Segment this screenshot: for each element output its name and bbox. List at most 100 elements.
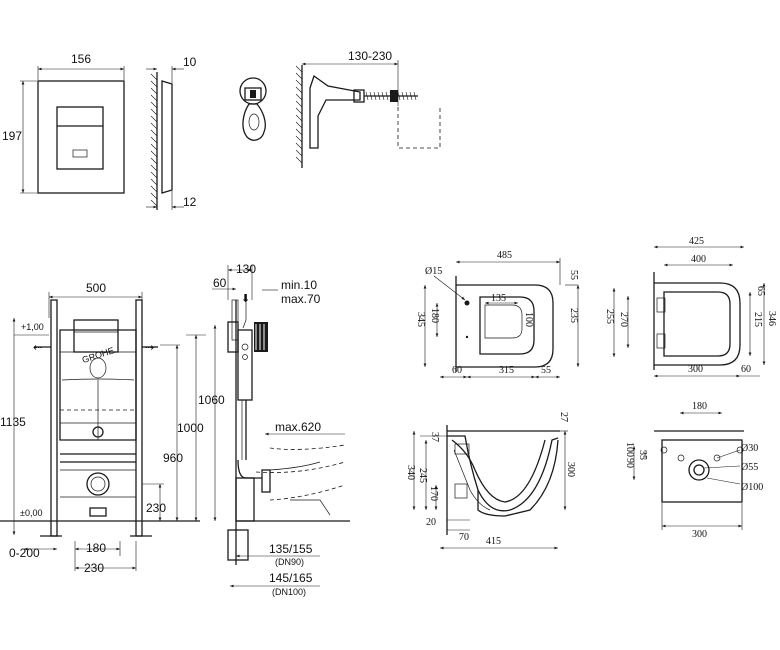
wall-bolt-detail: 130-230	[295, 49, 441, 168]
wall-hatch-line	[295, 86, 303, 94]
bowl-side-245: 245	[417, 468, 428, 483]
bowl-side-37: 37	[429, 432, 440, 442]
wall-hatch-line	[150, 164, 158, 172]
dim-235: 235	[568, 308, 579, 323]
wall-hatch-line	[150, 157, 158, 165]
max-620: max.620	[275, 420, 321, 434]
wall-hatch-line	[150, 122, 158, 130]
dim-135: 135	[491, 293, 506, 304]
rear-diam-100: Ø100	[741, 482, 763, 493]
level-zero: ±0,00	[20, 508, 42, 518]
wall-hatch-line	[295, 149, 303, 157]
rear-180: 180	[692, 401, 707, 412]
seat-dim-60: 60	[741, 364, 751, 375]
seat-width-400: 400	[691, 254, 706, 265]
left-bracket-arrow: ⇠	[33, 342, 42, 354]
dn90: (DN90)	[275, 557, 304, 567]
plate-depth-bottom: 12	[183, 195, 197, 209]
bolt-thread	[381, 91, 385, 101]
bolt-thread	[373, 91, 377, 101]
flush-plate-front-view: 156 197	[2, 52, 125, 194]
rear-90: 90	[624, 458, 635, 468]
bolt-thread	[385, 91, 389, 101]
bolt-thread	[397, 91, 401, 101]
wall-hatch-line	[295, 93, 303, 101]
right-bracket-arrow: ⇢	[145, 342, 154, 354]
bolt-thread	[405, 91, 409, 101]
rear-35: 35	[637, 450, 648, 460]
wall-hatch-line	[295, 142, 303, 150]
bowl-top-view: 485 55 Ø15 135 100 345 180 235 60 315 55	[415, 250, 580, 379]
bowl-side-170: 170	[428, 486, 439, 501]
wall-hatch-line	[150, 136, 158, 144]
height-1000: 1000	[177, 421, 204, 435]
bowl-side-20: 20	[426, 517, 436, 528]
bowl-length: 485	[497, 250, 512, 261]
seat-dim-255: 255	[604, 309, 615, 324]
wall-hatch-line	[295, 156, 303, 164]
dn100: (DN100)	[272, 587, 306, 597]
wall-hatch-line	[295, 114, 303, 122]
wall-hatch-line	[295, 79, 303, 87]
wall-hatch-line	[295, 128, 303, 136]
bolt-thread	[369, 91, 373, 101]
dim-135-155: 135/155	[269, 542, 313, 556]
bowl-side-section: 415 20 70 27 300 340 245 170 37	[405, 412, 576, 550]
bowl-side-70: 70	[459, 532, 469, 543]
wall-hatch-line	[150, 108, 158, 116]
height-1060: 1060	[198, 393, 225, 407]
plate-depth-top: 10	[183, 55, 197, 69]
wall-hatch-line	[150, 143, 158, 151]
bowl-side-415: 415	[486, 536, 501, 547]
wall-hatch-line	[150, 87, 158, 95]
wall-hatch-line	[150, 80, 158, 88]
plate-width: 156	[71, 52, 91, 66]
rear-diam-55: Ø55	[741, 462, 758, 473]
bolt-thread	[401, 91, 405, 101]
seat-dim-346: 346	[766, 311, 777, 326]
frame-depth: 130	[236, 262, 256, 276]
bolt-thread	[365, 91, 369, 101]
plate-arrow: ⬇	[241, 293, 250, 305]
dim-315: 315	[499, 365, 514, 376]
level-plus100: +1,00	[21, 322, 44, 332]
bolt-range: 130-230	[348, 49, 392, 63]
bolt-thread	[413, 91, 417, 101]
wall-hatch-line	[150, 101, 158, 109]
seat-dim-270: 270	[618, 312, 629, 327]
wall-hatch-line	[150, 185, 158, 193]
wall-hatch-line	[150, 73, 158, 81]
wall-hatch-line	[295, 65, 303, 73]
plate-height: 197	[2, 129, 22, 143]
wall-hatch-line	[295, 107, 303, 115]
seat-top-view: 425 400 65 255 270 215 346 300 60	[604, 236, 777, 378]
wall-hatch-line	[295, 100, 303, 108]
installation-frame-front-view: GROHE ⇠ ⇢ 500 +1,00 ±0,00 1135 2	[0, 281, 225, 575]
wall-hatch-line	[295, 72, 303, 80]
dim-230: 230	[84, 561, 104, 575]
min-10: min.10	[281, 278, 317, 292]
dim-145-165: 145/165	[269, 571, 313, 585]
diameter-15: Ø15	[425, 266, 442, 277]
wall-hatch-line	[150, 171, 158, 179]
frame-height: 1135	[0, 415, 26, 429]
bolt-thread	[377, 91, 381, 101]
seat-dim-215: 215	[752, 312, 763, 327]
dim-100: 100	[523, 312, 534, 327]
frame-logo: GROHE	[81, 345, 115, 365]
wall-hatch-line	[150, 199, 158, 207]
seat-dim-65: 65	[755, 286, 766, 296]
dim-180: 180	[429, 308, 440, 323]
dim-345: 345	[415, 312, 426, 327]
bowl-side-27: 27	[558, 412, 569, 422]
wall-hatch-line	[150, 178, 158, 186]
bowl-side-300: 300	[565, 462, 576, 477]
wall-hatch-line	[150, 129, 158, 137]
bolt-thread	[409, 91, 413, 101]
dim-0-200: 0-200	[9, 546, 40, 560]
wall-hatch-line	[150, 150, 158, 158]
wall-hatch-line	[150, 94, 158, 102]
seat-dim-300: 300	[688, 364, 703, 375]
bowl-rear-view: 180 90 100 35 Ø30 Ø55 Ø100 300	[624, 401, 763, 540]
